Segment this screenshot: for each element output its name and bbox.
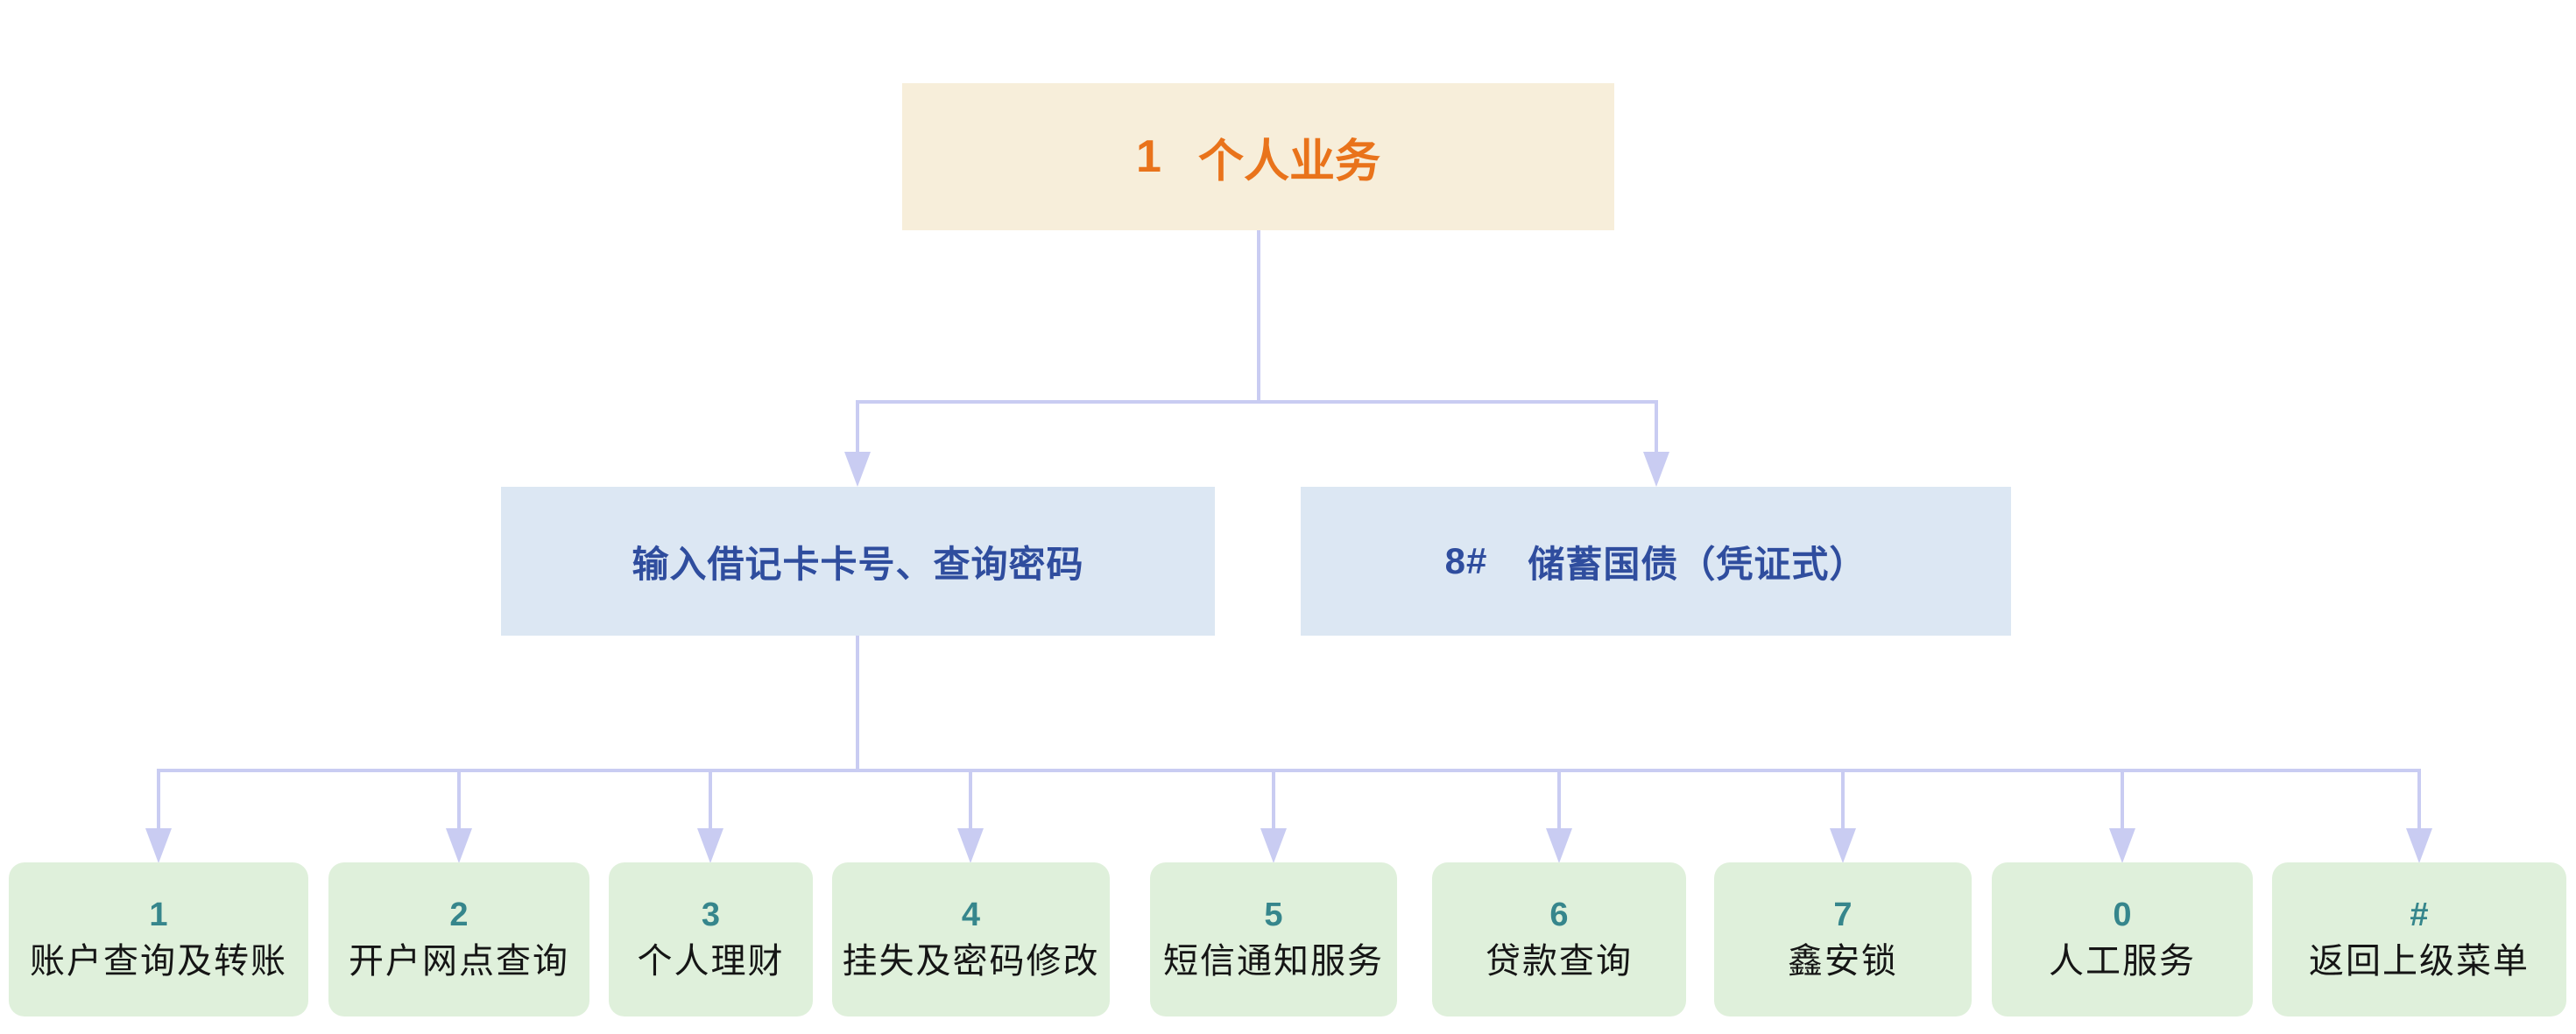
connector-level2-bus xyxy=(856,400,1658,404)
leaf-node-agent-service: 0 人工服务 xyxy=(1992,862,2253,1016)
leaf-label: 返回上级菜单 xyxy=(2309,941,2530,981)
arrow-down-icon xyxy=(697,828,723,863)
connector-leaf-drop xyxy=(2417,769,2421,830)
leaf-node-sms-service: 5 短信通知服务 xyxy=(1150,862,1397,1016)
leaf-node-branch-inquiry: 2 开户网点查询 xyxy=(328,862,589,1016)
arrow-down-icon xyxy=(1260,828,1287,863)
level2-node-label: 输入借记卡卡号、查询密码 xyxy=(632,543,1084,585)
level2-node-label: 储蓄国债（凭证式） xyxy=(1528,543,1867,585)
connector-leaf-drop xyxy=(157,769,160,830)
leaf-label: 鑫安锁 xyxy=(1788,941,1898,981)
leaf-node-loan-inquiry: 6 贷款查询 xyxy=(1432,862,1686,1016)
root-node-key: 1 xyxy=(1136,131,1161,182)
leaf-label: 挂失及密码修改 xyxy=(842,941,1100,981)
leaf-label: 人工服务 xyxy=(2049,941,2196,981)
leaf-label: 账户查询及转账 xyxy=(30,941,287,981)
leaf-node-account-inquiry-transfer: 1 账户查询及转账 xyxy=(9,862,308,1016)
arrow-down-icon xyxy=(145,828,172,863)
leaf-label: 个人理财 xyxy=(637,941,785,981)
arrow-down-icon xyxy=(844,452,871,487)
connector-leaf-drop xyxy=(709,769,712,830)
connector-root-stem xyxy=(1257,230,1260,404)
leaf-label: 开户网点查询 xyxy=(349,941,569,981)
arrow-down-icon xyxy=(446,828,472,863)
leaf-node-personal-wealth: 3 个人理财 xyxy=(609,862,813,1016)
leaf-node-xin-an-lock: 7 鑫安锁 xyxy=(1714,862,1972,1016)
root-node-personal-business: 1 个人业务 xyxy=(902,83,1614,230)
arrow-down-icon xyxy=(2109,828,2135,863)
root-node-label: 个人业务 xyxy=(1197,136,1380,187)
level2-node-card-input: 输入借记卡卡号、查询密码 xyxy=(501,487,1215,636)
connector-leaf-drop xyxy=(1841,769,1845,830)
leaf-key: 2 xyxy=(449,897,469,934)
leaf-key: 0 xyxy=(2113,897,2132,934)
arrow-down-icon xyxy=(2406,828,2432,863)
leaf-key: 4 xyxy=(961,897,981,934)
connector-drop-left xyxy=(856,400,859,453)
connector-drop-right xyxy=(1655,400,1658,453)
leaf-key: 6 xyxy=(1549,897,1569,934)
leaf-node-loss-report-password: 4 挂失及密码修改 xyxy=(832,862,1110,1016)
connector-level2-down-stem xyxy=(856,636,859,772)
arrow-down-icon xyxy=(1643,452,1669,487)
connector-leaf-drop xyxy=(1557,769,1561,830)
level2-node-savings-bond: 8# 储蓄国债（凭证式） xyxy=(1301,487,2011,636)
leaf-node-back-to-parent-menu: # 返回上级菜单 xyxy=(2272,862,2566,1016)
leaf-label: 短信通知服务 xyxy=(1163,941,1384,981)
arrow-down-icon xyxy=(957,828,984,863)
connector-leaf-drop xyxy=(457,769,461,830)
leaf-key: 7 xyxy=(1833,897,1853,934)
leaf-label: 贷款查询 xyxy=(1486,941,1633,981)
leaf-key: 1 xyxy=(149,897,168,934)
leaf-key: # xyxy=(2410,897,2429,934)
connector-leaf-drop xyxy=(969,769,972,830)
connector-leaf-drop xyxy=(1272,769,1275,830)
level2-node-key: 8# xyxy=(1444,540,1488,581)
arrow-down-icon xyxy=(1546,828,1572,863)
connector-leaf-drop xyxy=(2121,769,2124,830)
leaf-key: 3 xyxy=(701,897,721,934)
leaf-key: 5 xyxy=(1264,897,1283,934)
arrow-down-icon xyxy=(1830,828,1856,863)
connector-leaf-bus xyxy=(157,769,2420,772)
